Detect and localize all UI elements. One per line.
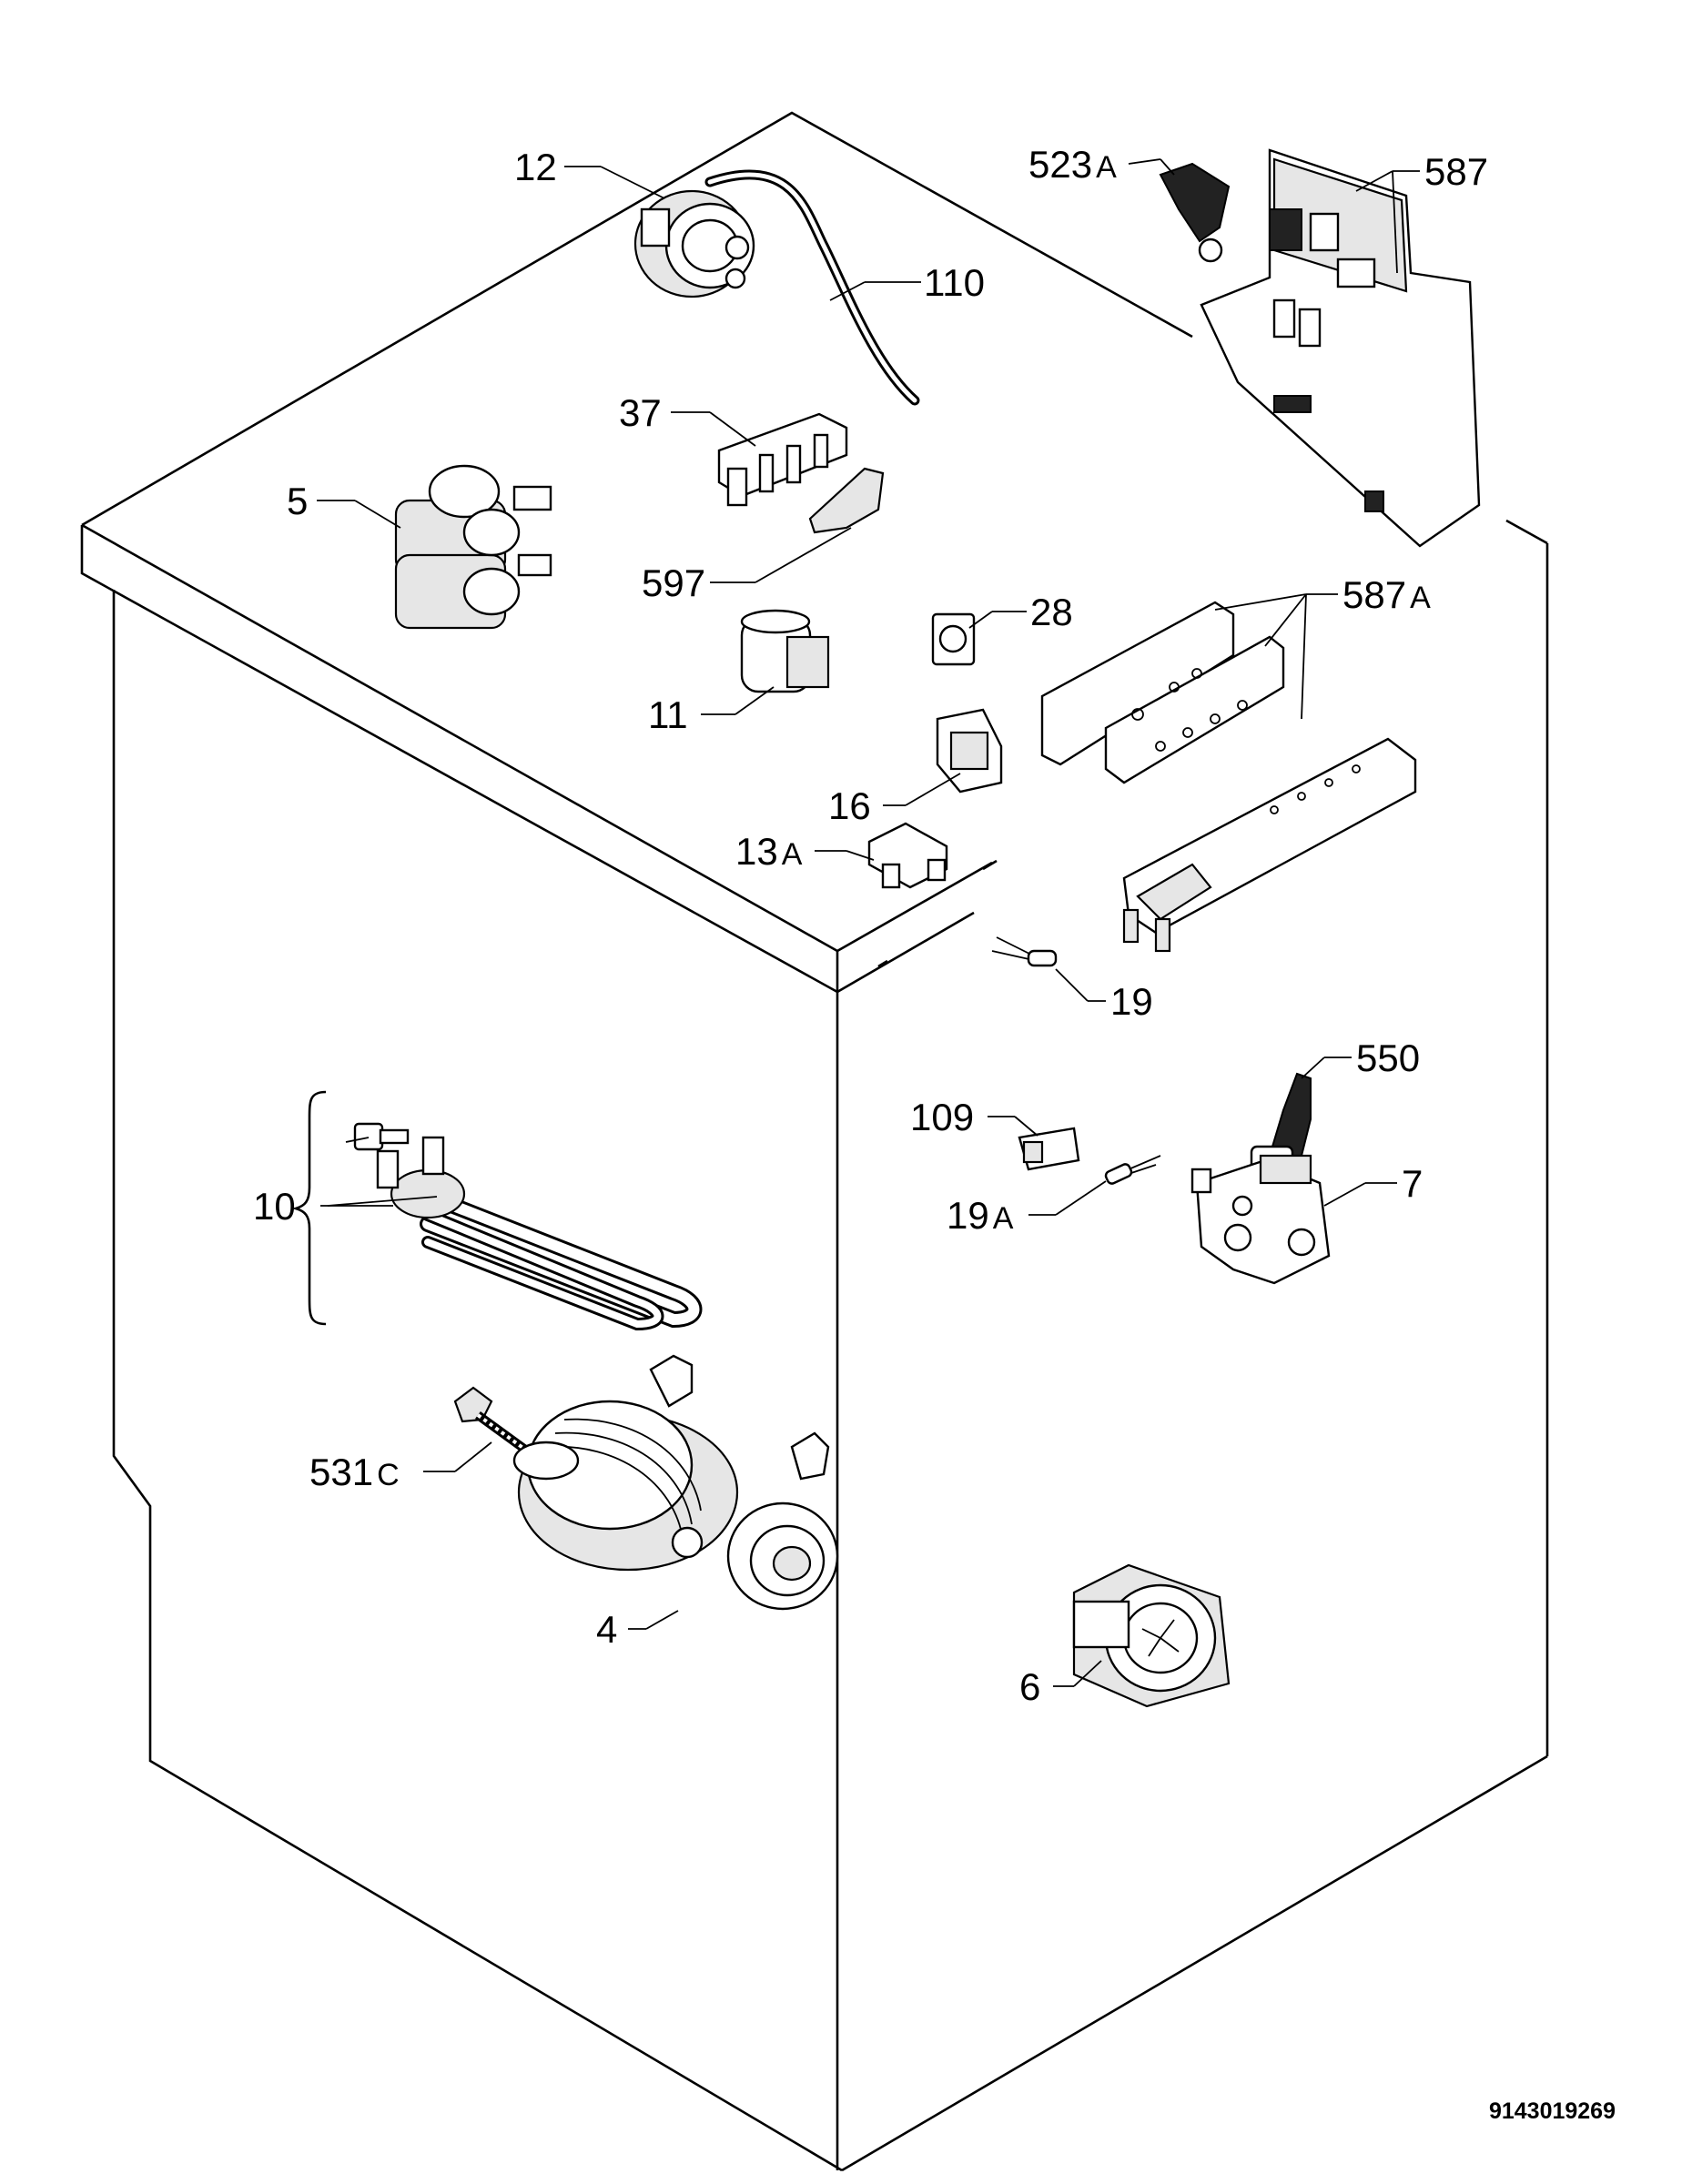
- temperature-sensor: [991, 936, 1058, 967]
- drain-pump: [512, 1354, 839, 1611]
- screw-part: [453, 1386, 531, 1456]
- callout-6: 6: [1019, 1665, 1040, 1708]
- document-id: 9143019269: [1488, 2098, 1616, 2124]
- callout-550: 550: [1356, 1036, 1420, 1079]
- door-interlock: [1190, 1154, 1331, 1285]
- callout-11: 11: [648, 693, 688, 736]
- clip-part: [808, 467, 885, 534]
- callout-7: 7: [1402, 1162, 1423, 1205]
- bracket-brace: [291, 1090, 327, 1326]
- connector-part: [867, 822, 948, 889]
- selector-switch: [1072, 1563, 1231, 1708]
- cover-part: [1018, 1127, 1080, 1171]
- callout-16: 16: [828, 784, 871, 827]
- callout-37: 37: [619, 391, 662, 434]
- inlet-valve: [394, 464, 552, 630]
- leader-lines: [317, 158, 1420, 1687]
- knob-part: [1159, 162, 1231, 263]
- callout-19: 19: [1110, 980, 1153, 1023]
- terminal-block: [717, 412, 848, 507]
- sensor-part: [1104, 1155, 1161, 1185]
- callout-587: 587: [1424, 150, 1488, 193]
- gasket-part: [931, 612, 976, 666]
- control-module: [1200, 148, 1481, 548]
- callout-110: 110: [924, 261, 985, 304]
- callout-5: 5: [287, 480, 308, 522]
- callout-10: 10: [253, 1185, 296, 1228]
- capacitor: [740, 609, 830, 693]
- display-boards: [1040, 601, 1417, 953]
- callout-12: 12: [514, 146, 557, 188]
- pressure-switch: [633, 189, 755, 298]
- pressure-hose: [704, 169, 920, 406]
- callout-597: 597: [642, 561, 705, 604]
- callout-109: 109: [910, 1096, 974, 1138]
- filter-part: [936, 708, 1003, 794]
- cabinet-outline: [80, 111, 1549, 2172]
- heating-element: [353, 1122, 703, 1331]
- callout-28: 28: [1030, 591, 1073, 633]
- callout-4: 4: [596, 1608, 617, 1651]
